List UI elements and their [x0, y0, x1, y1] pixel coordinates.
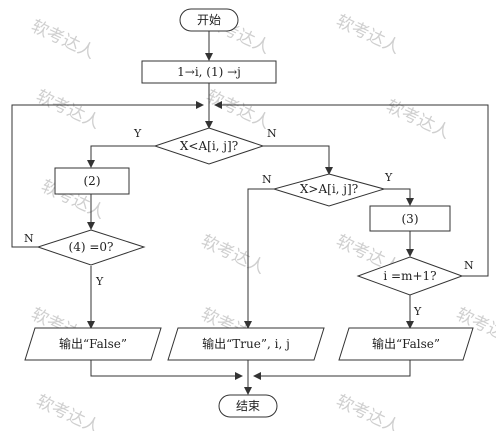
watermark: 软考达人 [33, 391, 103, 431]
flag-cond2-no: N [262, 173, 272, 186]
node-out-false-right: 输出“False” [338, 327, 474, 361]
watermark: 软考达人 [333, 391, 403, 431]
edge-cond1-yes [87, 145, 155, 168]
node-cond4: (4) =0? [36, 229, 146, 266]
flag-cond4-yes: Y [95, 275, 104, 288]
step2-label: (2) [84, 174, 101, 188]
flag-cond3-no: N [464, 259, 474, 272]
out-false-right-label: 输出“False” [372, 336, 440, 351]
node-step3: (3) [369, 205, 451, 232]
node-step2: (2) [54, 167, 130, 195]
step3-label: (3) [402, 212, 419, 226]
edge-cond2-no [244, 188, 274, 329]
end-label: 结束 [236, 399, 260, 413]
edge-cond4-no-loop [11, 101, 204, 248]
node-cond1: X<A[i, j]? [153, 127, 265, 165]
flag-cond3-yes: Y [413, 305, 422, 318]
flag-cond1-yes: Y [133, 127, 142, 140]
out-false-left-label: 输出“False” [59, 336, 127, 351]
edge-cond3-no-loop [214, 101, 489, 277]
branch-flags: Y N N Y N Y N Y [24, 127, 474, 318]
node-cond3: i =m+1? [356, 256, 464, 296]
cond4-label: (4) =0? [69, 240, 114, 254]
node-end: 结束 [218, 394, 278, 418]
flag-cond1-no: N [267, 127, 277, 140]
watermark: 软考达人 [28, 16, 98, 63]
watermark: 软考达人 [33, 86, 103, 133]
edge-cond2-yes [384, 188, 414, 206]
start-label: 开始 [197, 13, 221, 27]
init-label: 1→i, (1) →j [177, 65, 241, 79]
cond1-label: X<A[i, j]? [180, 139, 238, 153]
edge-left-out-merge [90, 360, 243, 380]
node-start: 开始 [179, 8, 239, 32]
node-init: 1→i, (1) →j [141, 60, 277, 84]
edge-right-out-merge [253, 360, 411, 380]
watermark: 软考达人 [203, 86, 273, 133]
cond2-label: X>A[i, j]? [300, 182, 358, 196]
watermark: 软考达人 [333, 11, 403, 58]
flag-cond2-yes: Y [384, 171, 393, 184]
node-out-true: 输出“True”, i, j [167, 327, 325, 361]
edge-cond1-no [263, 145, 333, 175]
out-true-label: 输出“True”, i, j [202, 336, 290, 351]
watermark: 软考达人 [383, 96, 453, 143]
connectors [11, 31, 489, 395]
watermark: 软考达人 [198, 231, 268, 278]
node-cond2: X>A[i, j]? [272, 173, 386, 207]
node-out-false-left: 输出“False” [24, 327, 162, 361]
cond3-label: i =m+1? [383, 269, 436, 283]
flag-cond4-no: N [24, 232, 34, 245]
